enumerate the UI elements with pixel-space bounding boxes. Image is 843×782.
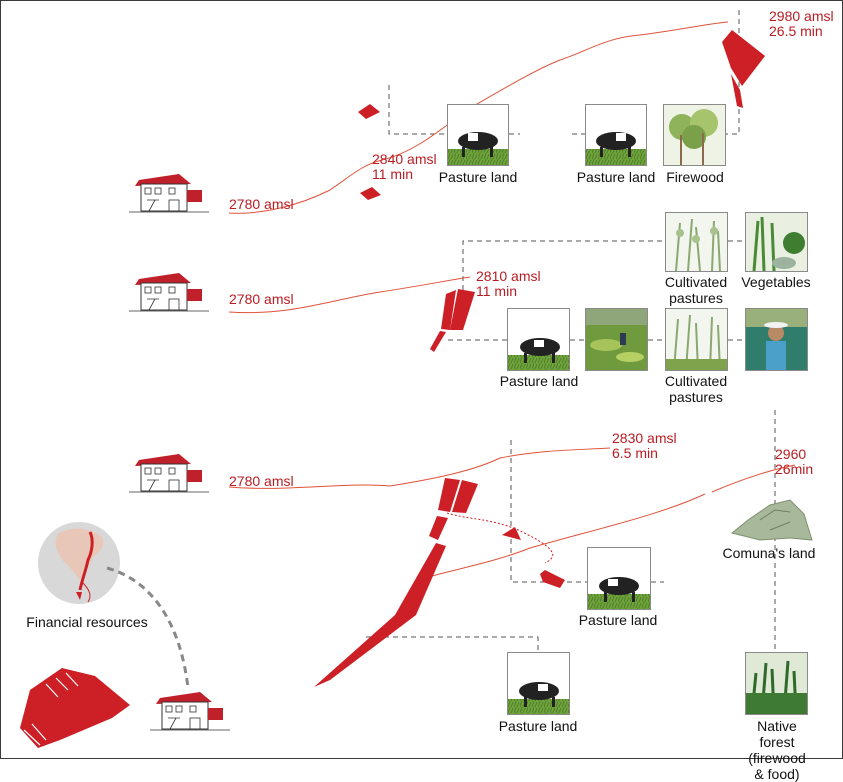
cultivated-pasture-photo bbox=[665, 212, 728, 272]
plot-shape bbox=[450, 289, 475, 330]
cultivated-pasture-photo bbox=[665, 308, 728, 371]
financial-resources-label: Financial resources bbox=[26, 614, 148, 630]
plot-label: Pasture land bbox=[499, 373, 579, 389]
plot-label: Pasture land bbox=[578, 612, 658, 628]
pasture-photo bbox=[587, 547, 651, 610]
stop-time: 6.5 min bbox=[612, 445, 658, 461]
plot-label: Comuna's land bbox=[722, 545, 816, 561]
plot-label: Cultivated pastures bbox=[664, 373, 728, 405]
pasture-photo bbox=[447, 104, 509, 166]
stop-altitude: 2840 amsl bbox=[372, 151, 437, 167]
plot-shape bbox=[731, 74, 743, 108]
native-forest-photo bbox=[745, 652, 808, 715]
remittance-arc bbox=[106, 566, 190, 689]
globe-map bbox=[38, 522, 120, 604]
red-plots bbox=[20, 30, 765, 748]
plot-shape bbox=[502, 527, 521, 540]
row2-connectors bbox=[448, 240, 745, 341]
stop-label-row3-b: 2960 26min bbox=[775, 447, 813, 477]
plot-shape bbox=[452, 480, 478, 513]
house-icon bbox=[129, 273, 209, 312]
plot-label: Pasture land bbox=[438, 169, 518, 185]
stop-label-row3-a: 2830 amsl 6.5 min bbox=[612, 431, 677, 461]
start-altitude-row1: 2780 amsl bbox=[229, 196, 294, 212]
route-row3b bbox=[431, 493, 706, 577]
plot-label: Firewood bbox=[666, 169, 724, 185]
pasture-photo bbox=[507, 308, 570, 371]
plot-shape bbox=[438, 478, 460, 512]
plot-label: Vegetables bbox=[741, 274, 811, 290]
route-dotted bbox=[446, 512, 554, 564]
start-altitude-row3: 2780 amsl bbox=[229, 473, 294, 489]
plot-shape bbox=[722, 30, 765, 86]
plot-shape bbox=[314, 543, 446, 687]
farmer-field-photo bbox=[585, 308, 648, 371]
stop-altitude: 2960 bbox=[775, 446, 807, 462]
stop-label-row1-b: 2980 amsl 26.5 min bbox=[769, 9, 834, 39]
start-altitude-row2: 2780 amsl bbox=[229, 291, 294, 307]
plot-label: Pasture land bbox=[498, 718, 578, 734]
stop-label-row1-a: 2840 amsl 11 min bbox=[372, 152, 437, 182]
route-row3c bbox=[711, 464, 796, 493]
land-use-diagram bbox=[20, 10, 813, 748]
vegetables-photo bbox=[745, 212, 808, 272]
stop-time: 11 min bbox=[372, 166, 413, 182]
pasture-photo bbox=[507, 652, 570, 715]
plot-label: Native forest (firewood & food) bbox=[748, 718, 806, 782]
plot-shape bbox=[20, 668, 130, 748]
stop-altitude: 2980 amsl bbox=[769, 8, 834, 24]
stop-label-row2: 2810 amsl 11 min bbox=[476, 269, 541, 299]
stop-altitude: 2830 amsl bbox=[612, 430, 677, 446]
firewood-photo bbox=[663, 104, 726, 166]
plot-shape bbox=[430, 331, 446, 352]
row1-connectors bbox=[388, 10, 740, 135]
stop-time: 26.5 min bbox=[769, 23, 823, 39]
house-icon bbox=[129, 174, 209, 213]
plot-shape bbox=[441, 290, 456, 330]
stop-time: 26min bbox=[775, 461, 814, 477]
woman-portrait-photo bbox=[745, 308, 808, 371]
plot-label: Pasture land bbox=[576, 169, 656, 185]
route-row2 bbox=[228, 276, 471, 314]
plot-shape bbox=[429, 516, 448, 540]
house-icon bbox=[150, 692, 230, 731]
pasture-photo bbox=[585, 104, 647, 166]
plot-label: Cultivated pastures bbox=[664, 274, 728, 306]
mountain-icon bbox=[730, 499, 813, 541]
stop-time: 11 min bbox=[476, 283, 517, 299]
row3-connectors bbox=[366, 410, 776, 652]
plot-shape bbox=[360, 187, 381, 200]
house-icon bbox=[129, 454, 209, 493]
route-row3a bbox=[228, 447, 611, 489]
stop-altitude: 2810 amsl bbox=[476, 268, 541, 284]
plot-shape bbox=[540, 570, 565, 588]
plot-shape bbox=[358, 104, 380, 119]
